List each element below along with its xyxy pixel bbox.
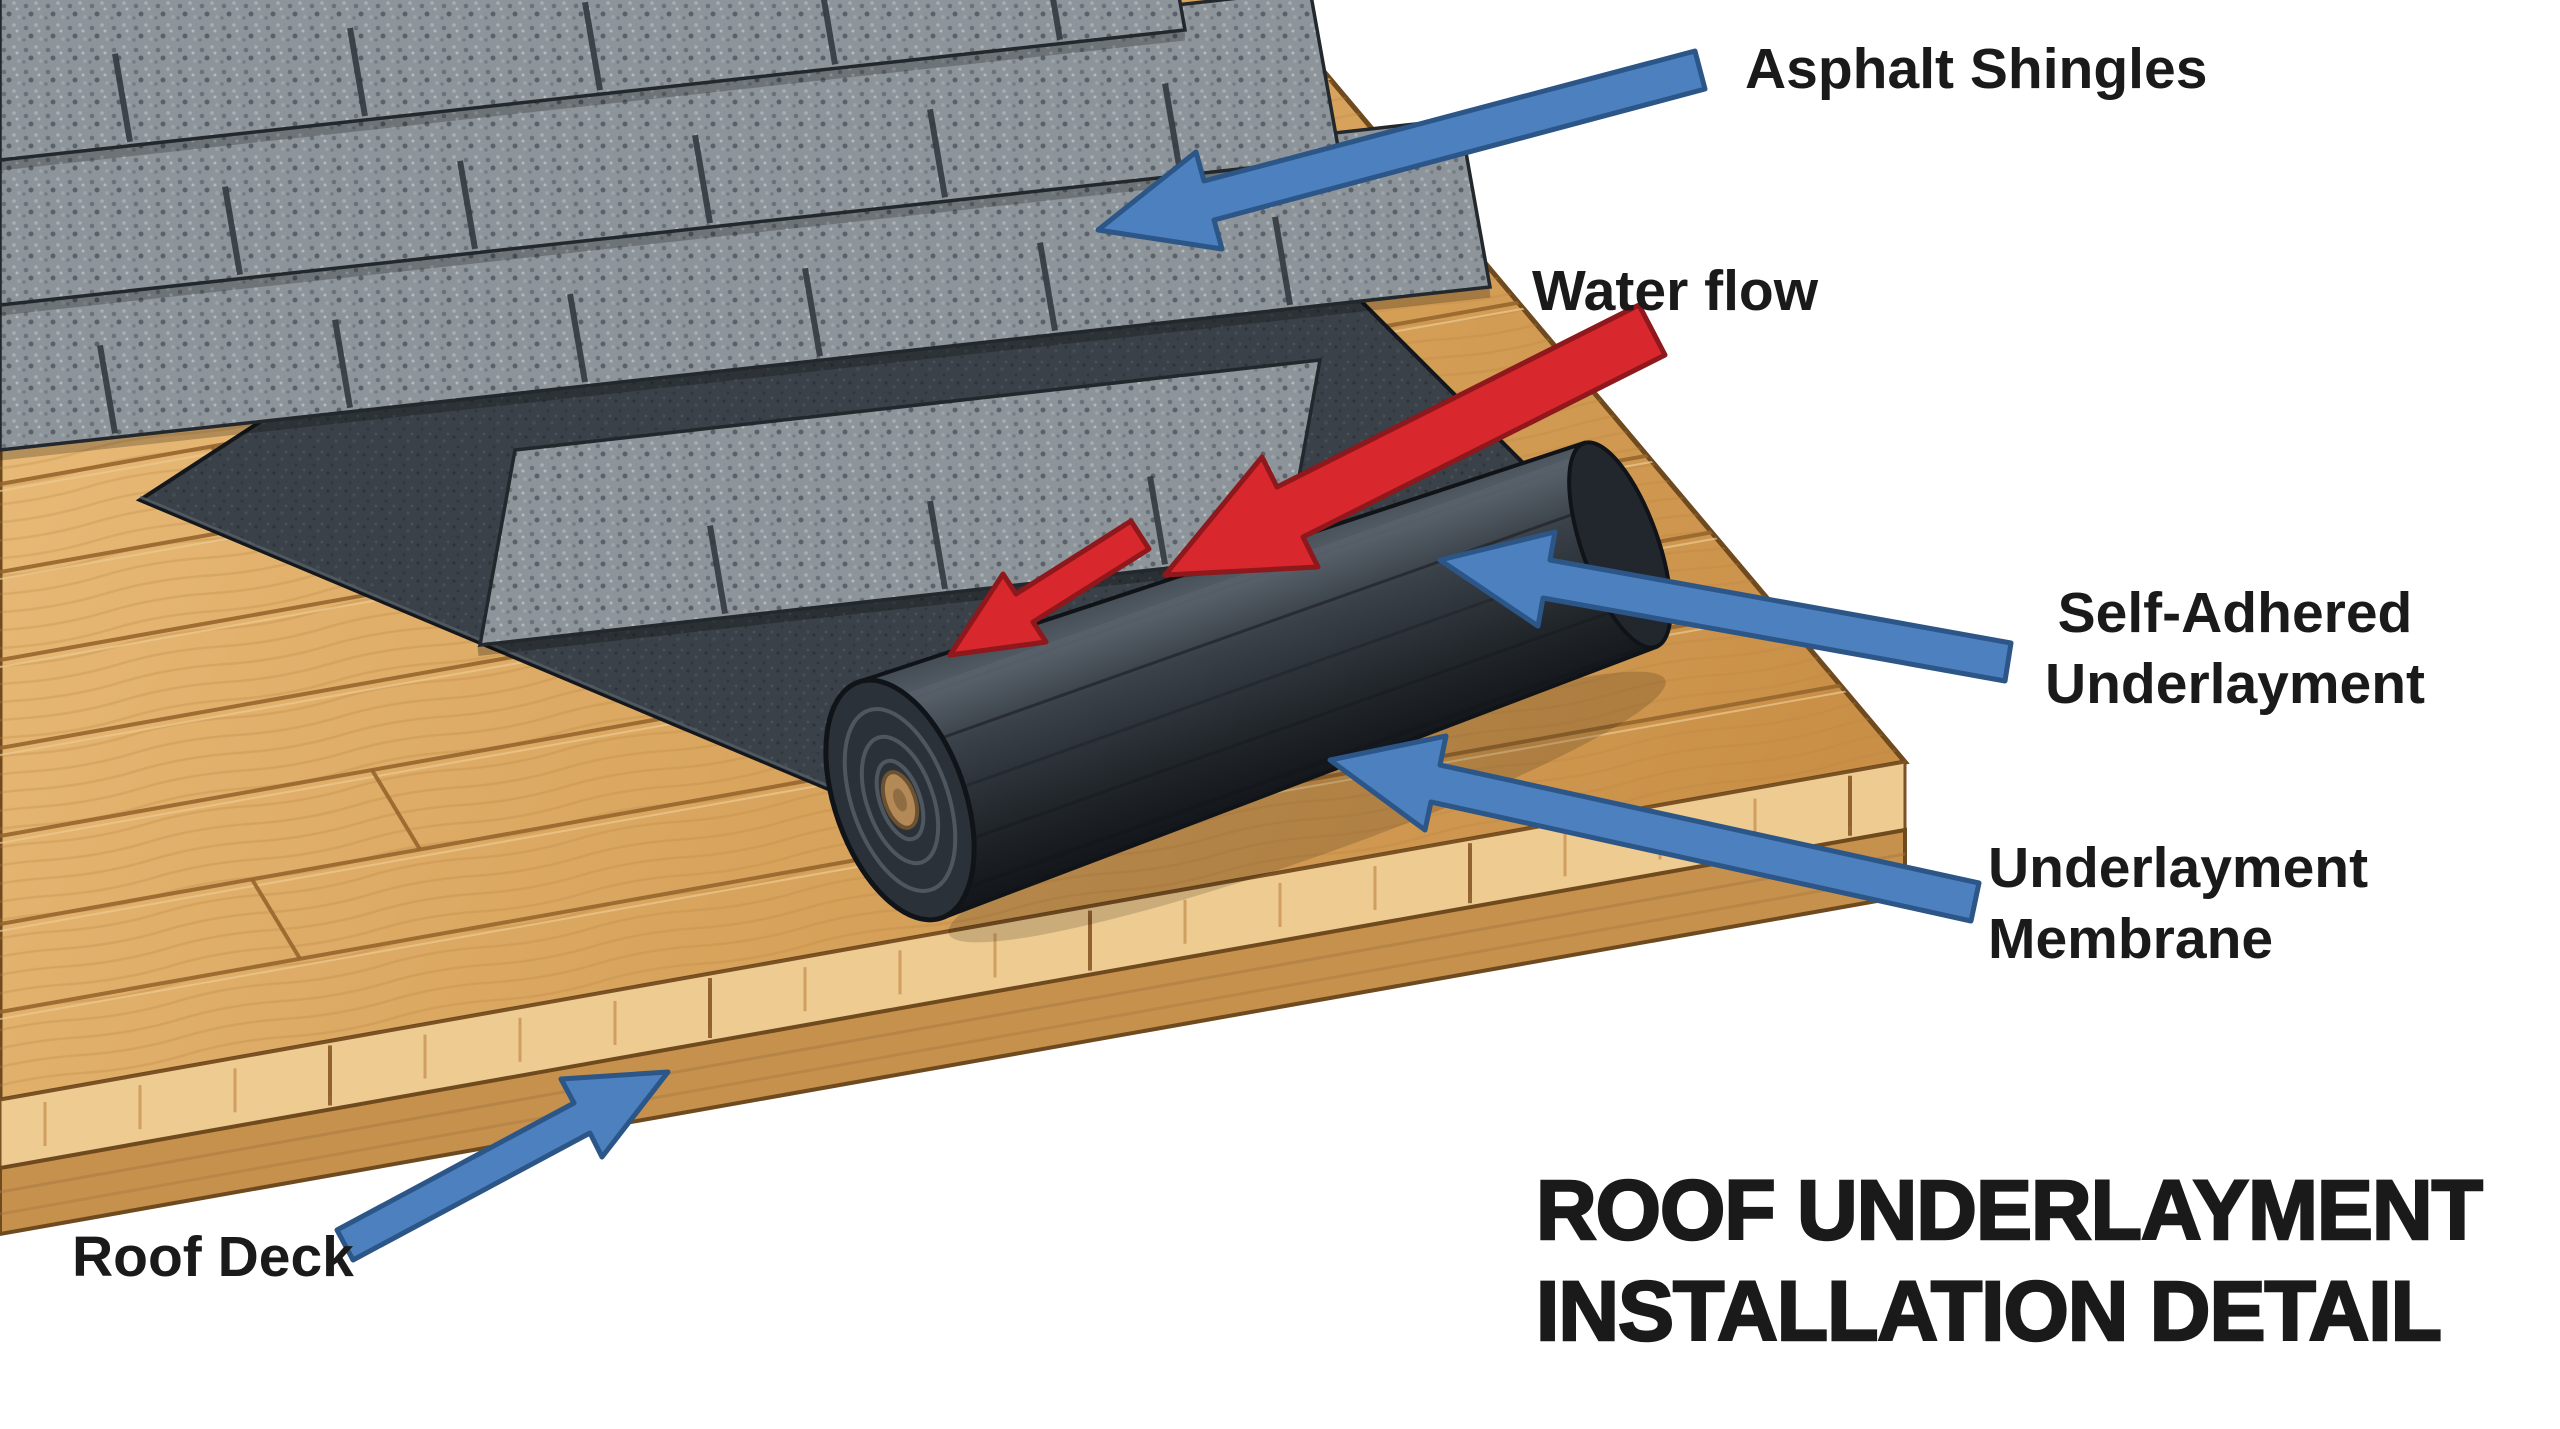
- membrane-edge-highlight: [139, 495, 891, 814]
- asphalt-shingles-arrow: [1095, 48, 1708, 252]
- deck-face-grain: [43, 775, 1852, 1147]
- shingle-tab-slots: [222, 83, 1183, 276]
- underlayment-membrane-arrow: [1327, 733, 1982, 924]
- course2-shadow: [0, 159, 1341, 316]
- self-adhered-line2: Underlayment: [2044, 651, 2426, 716]
- diagram-title: ROOF UNDERLAYMENT INSTALLATION DETAIL: [1535, 1160, 2484, 1362]
- asphalt-shingles-graphic: [0, 0, 1493, 656]
- membrane-line2: Membrane: [1988, 906, 2274, 971]
- self-adhered-underlayment-label: Self-Adhered Underlayment: [2010, 578, 2460, 719]
- callout-arrows: [334, 48, 2014, 1263]
- roll-shadow: [948, 671, 1666, 943]
- roll-texture-lines: [866, 452, 1656, 901]
- shingle-course-1: [0, 0, 1188, 162]
- roll-spiral-end: [823, 677, 977, 923]
- shingle-tab-slots: [112, 0, 1063, 143]
- course3-shadow: [0, 288, 1491, 461]
- self-adhered-underlayment-arrow: [1437, 529, 2014, 684]
- water-flow-label: Water flow: [1532, 259, 1819, 323]
- self-adhered-line1: Self-Adhered: [2057, 581, 2413, 645]
- water-flow-arrow-lower: [947, 518, 1152, 658]
- shingle-tab-slots: [97, 216, 1293, 434]
- title-line2: INSTALLATION DETAIL: [1535, 1263, 2443, 1359]
- title-line1: ROOF UNDERLAYMENT: [1535, 1162, 2484, 1258]
- water-flow-arrow-upper: [1162, 302, 1668, 578]
- underlayment-membrane-label: Underlayment Membrane: [1988, 833, 2368, 974]
- roof-deck-arrow: [334, 1069, 671, 1263]
- shingle-course-2: [0, 0, 1343, 307]
- fascia-grain: [0, 852, 1906, 1216]
- membrane-line1: Underlayment: [1988, 836, 2369, 900]
- course1-shadow: [0, 31, 1186, 171]
- asphalt-shingles-label: Asphalt Shingles: [1745, 37, 2208, 101]
- roof-deck-label: Roof Deck: [72, 1225, 354, 1289]
- shingle-tab-slots: [707, 475, 1168, 615]
- panel-shadow: [477, 556, 1288, 656]
